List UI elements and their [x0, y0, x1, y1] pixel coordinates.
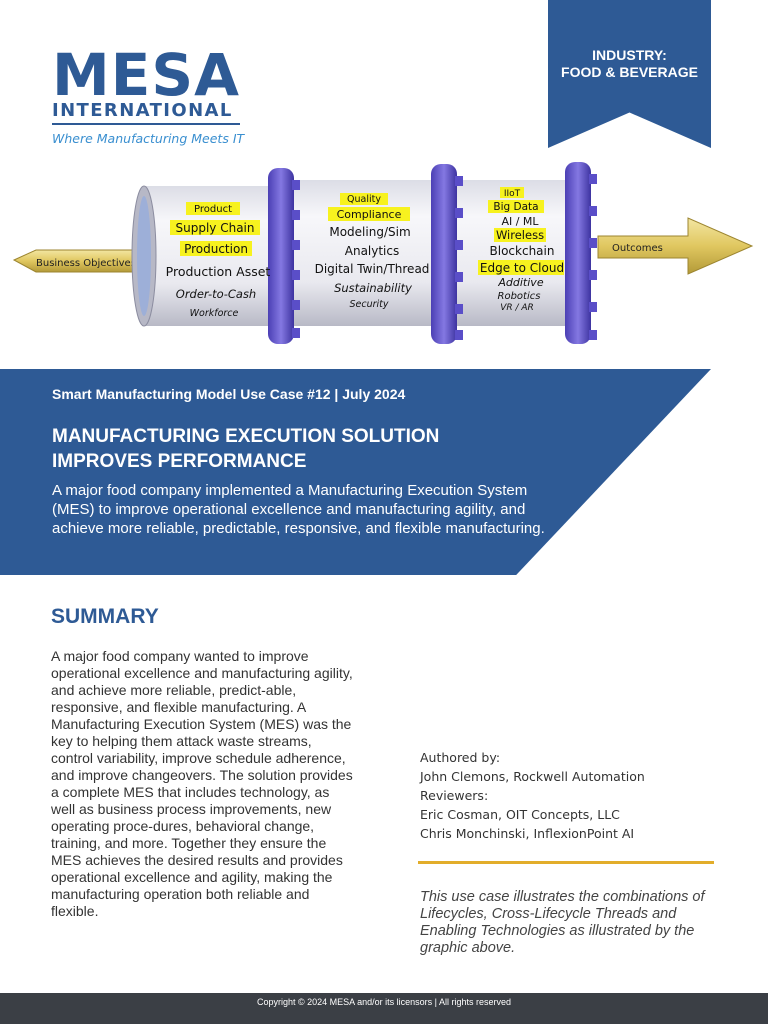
tech-robotics: Robotics — [498, 291, 541, 302]
page-title-line: MANUFACTURING EXECUTION SOLUTION — [52, 426, 440, 447]
cylinder-cap-inner — [137, 196, 151, 316]
reviewer-name: Eric Cosman, OIT Concepts, LLC — [420, 807, 620, 822]
industry-ribbon: INDUSTRY: FOOD & BEVERAGE — [548, 0, 711, 148]
outcomes-arrow: Outcomes — [597, 217, 754, 275]
lifecycle-production: Production — [184, 242, 248, 256]
banner-description: A major food company implemented a Manuf… — [52, 482, 545, 537]
authors-block: Authored by: John Clemons, Rockwell Auto… — [420, 748, 720, 843]
title-banner: Smart Manufacturing Model Use Case #12 |… — [0, 369, 711, 575]
tech-wireless: Wireless — [496, 228, 544, 242]
divider — [418, 861, 714, 864]
lifecycle-order-to-cash: Order-to-Cash — [176, 287, 256, 301]
lifecycle-supply-chain: Supply Chain — [176, 221, 255, 235]
industry-value: FOOD & BEVERAGE — [561, 64, 698, 80]
logo-tagline: Where Manufacturing Meets IT — [52, 131, 245, 146]
thread-sustainability: Sustainability — [334, 281, 412, 295]
summary-heading: SUMMARY — [51, 605, 159, 628]
thread-analytics: Analytics — [345, 244, 400, 258]
logo-subname: INTERNATIONAL — [52, 100, 240, 125]
thread-quality: Quality — [347, 194, 381, 205]
page-title-line: IMPROVES PERFORMANCE — [52, 451, 307, 472]
gear-ring — [431, 164, 457, 344]
copyright-footer: Copyright © 2024 MESA and/or its licenso… — [0, 993, 768, 1024]
tech-iiot: IIoT — [504, 189, 521, 199]
thread-digital-twin: Digital Twin/Thread — [315, 262, 430, 276]
lifecycle-workforce: Workforce — [190, 308, 239, 319]
page-title: MANUFACTURING EXECUTION SOLUTION IMPROVE… — [52, 424, 612, 474]
reviewers-label: Reviewers: — [420, 788, 489, 803]
smart-manufacturing-model-graphic: Business Objectives Outcomes — [0, 150, 768, 360]
industry-label: INDUSTRY: — [592, 47, 667, 63]
output-label: Outcomes — [612, 243, 663, 254]
gear-ring — [565, 162, 591, 344]
lifecycle-production-asset: Production Asset — [166, 264, 271, 279]
thread-compliance: Compliance — [337, 208, 402, 221]
summary-body: A major food company wanted to improve o… — [51, 648, 353, 919]
business-objectives-arrow: Business Objectives — [12, 249, 151, 273]
author-name: John Clemons, Rockwell Automation — [420, 769, 645, 784]
use-case-subtitle: Smart Manufacturing Model Use Case #12 |… — [52, 386, 406, 402]
tech-edge-to-cloud: Edge to Cloud — [480, 261, 564, 275]
tech-vr-ar: VR / AR — [500, 303, 534, 313]
thread-security: Security — [349, 299, 388, 310]
tech-blockchain: Blockchain — [490, 244, 555, 258]
logo-name: MESA — [52, 41, 240, 109]
authored-label: Authored by: — [420, 750, 501, 765]
mesa-logo: MESA INTERNATIONAL Where Manufacturing M… — [52, 41, 252, 146]
tech-additive: Additive — [497, 276, 543, 289]
use-case-note: This use case illustrates the combinatio… — [420, 889, 705, 956]
lifecycle-product: Product — [194, 204, 232, 215]
tech-ai-ml: AI / ML — [501, 215, 539, 228]
gear-ring — [268, 168, 294, 344]
input-label: Business Objectives — [36, 258, 136, 269]
tech-big-data: Big Data — [493, 201, 538, 213]
reviewer-name: Chris Monchinski, InflexionPoint AI — [420, 826, 635, 841]
thread-modeling-sim: Modeling/Sim — [329, 225, 410, 239]
